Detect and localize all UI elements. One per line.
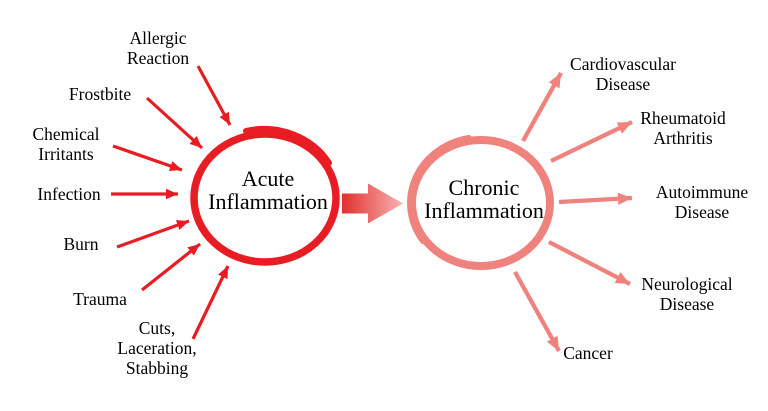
- arrow-neurological-disease: [548, 240, 631, 286]
- acute-inflammation-circle: [190, 130, 340, 266]
- cause-label-frostbite: Frostbite: [68, 84, 132, 104]
- cause-label-allergic-reaction: Allergic Reaction: [126, 28, 190, 68]
- cause-label-chemical-irritants: Chemical Irritants: [32, 124, 100, 164]
- arrow-rheumatoid-arthritis: [550, 120, 633, 163]
- outcome-label-autoimmune-disease: Autoimmune Disease: [655, 182, 749, 222]
- arrow-autoimmune-disease: [558, 192, 633, 205]
- outcome-label-cardiovascular-disease: Cardiovascular Disease: [570, 54, 676, 94]
- acute-circle-brush-swash: [243, 126, 332, 166]
- arrow-chemical-irritants: [112, 144, 183, 172]
- acute-inflammation-title: Acute Inflammation: [208, 166, 328, 214]
- cause-label-trauma: Trauma: [73, 289, 127, 309]
- arrow-frostbite: [145, 96, 204, 150]
- arrow-trauma: [141, 242, 201, 292]
- chronic-inflammation-title: Chronic Inflammation: [424, 175, 544, 223]
- chronic-circle-brush-swash: [407, 135, 472, 244]
- cause-arrows: [111, 65, 232, 340]
- arrow-burn: [116, 219, 190, 249]
- acute-to-chronic-arrow: [342, 183, 403, 224]
- outcome-label-rheumatoid-arthritis: Rheumatoid Arthritis: [640, 108, 726, 148]
- outcome-label-neurological-disease: Neurological Disease: [641, 274, 733, 314]
- arrow-cancer: [513, 270, 561, 353]
- cause-label-infection: Infection: [37, 184, 101, 204]
- outcome-label-cancer: Cancer: [563, 343, 613, 363]
- cause-label-cuts-laceration-stabbing: Cuts, Laceration, Stabbing: [117, 318, 197, 378]
- arrow-allergic-reaction: [196, 65, 232, 126]
- arrow-cuts-laceration-stabbing: [191, 265, 230, 340]
- arrow-cardiovascular-disease: [521, 71, 563, 143]
- outcome-arrows: [513, 71, 633, 353]
- cause-label-burn: Burn: [63, 234, 99, 254]
